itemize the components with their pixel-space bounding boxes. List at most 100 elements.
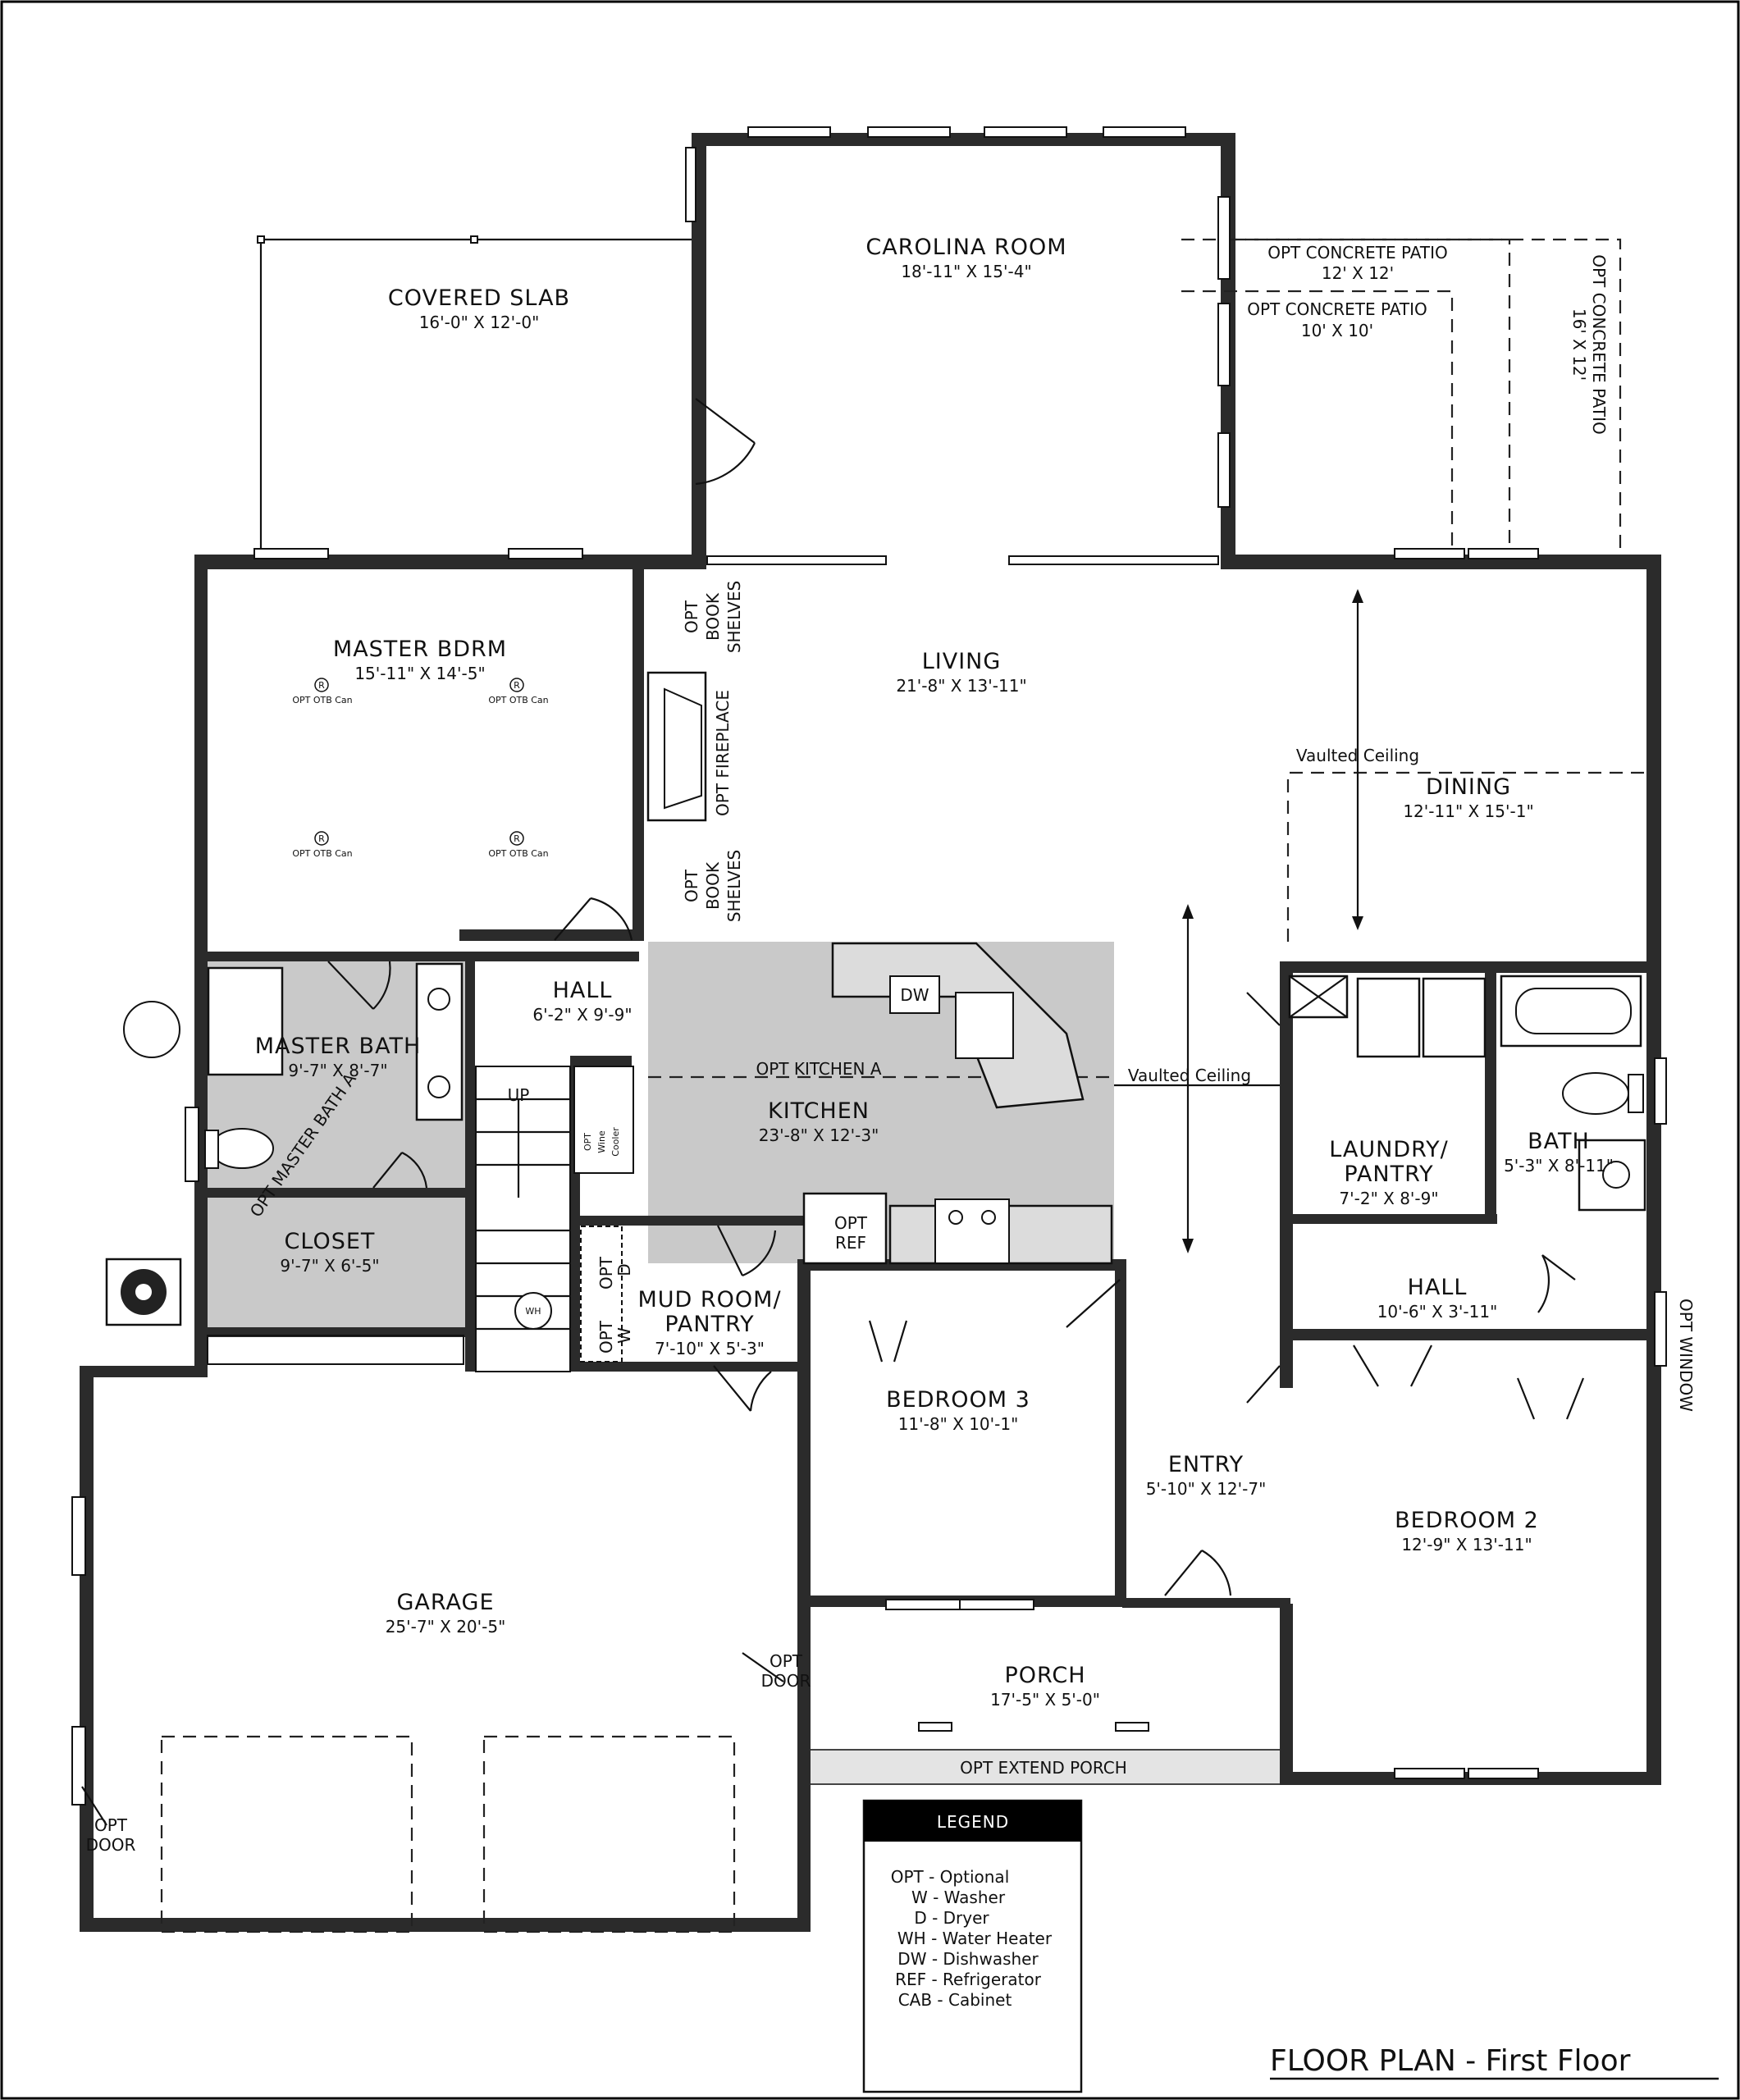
vaulted-ceiling-2: Vaulted Ceiling (1128, 1066, 1251, 1085)
garage-bay-right (482, 1735, 736, 1933)
legend-item-4: WH - Water Heater (897, 1929, 1053, 1948)
otb-cans: R OPT OTB Can R OPT OTB Can R OPT OTB Ca… (292, 678, 549, 859)
dw-label: DW (900, 985, 929, 1005)
hall-lower-name: HALL (1408, 1275, 1468, 1300)
kitchen-name: KITCHEN (768, 1098, 870, 1124)
opt-fireplace: OPT FIREPLACE (713, 690, 733, 816)
mud-room-dims: 7'-10" X 5'-3" (655, 1339, 765, 1358)
kitchen-counters (573, 942, 1113, 1265)
opt-patio-16-label: OPT CONCRETE PATIO (1589, 254, 1609, 435)
bath-name: BATH (1528, 1129, 1590, 1154)
book-book-2: BOOK (703, 861, 723, 910)
closet-dims: 9'-7" X 6'-5" (280, 1256, 379, 1276)
opt-patio-12-outline (1181, 238, 1511, 555)
mud-opt-d-opt: OPT (596, 1256, 616, 1290)
mud-opt-w-w: W (614, 1327, 634, 1344)
legend-title: LEGEND (937, 1812, 1009, 1832)
laundry-name-2: PANTRY (1344, 1162, 1433, 1187)
porch-name: PORCH (1004, 1663, 1085, 1688)
laundry-bath-fixtures (1288, 975, 1646, 1212)
mud-opt-d-d: D (614, 1263, 634, 1276)
can-r-4: R (514, 833, 520, 844)
covered-slab-name: COVERED SLAB (388, 285, 570, 311)
bedroom2-name: BEDROOM 2 (1395, 1508, 1539, 1533)
opt-ref-label-2: REF (835, 1233, 866, 1253)
legend-item-2: W - Washer (911, 1888, 1006, 1907)
porch-columns (918, 1722, 1149, 1732)
laundry-name-1: LAUNDRY/ (1329, 1137, 1449, 1162)
doors (81, 398, 1585, 1826)
master-bath-name: MASTER BATH (255, 1034, 422, 1059)
opt-patio-10-dims: 10' X 10' (1301, 321, 1373, 340)
bedroom2-dims: 12'-9" X 13'-11" (1401, 1535, 1532, 1554)
book-opt-2: OPT (682, 869, 701, 902)
hall-upper-name: HALL (553, 978, 613, 1003)
closet-name: CLOSET (285, 1229, 376, 1254)
legend-item-6: REF - Refrigerator (895, 1970, 1042, 1989)
entry-dims: 5'-10" X 12'-7" (1146, 1479, 1267, 1499)
master-bdrm-dims: 15'-11" X 14'-5" (354, 664, 485, 683)
legend-item-5: DW - Dishwasher (897, 1949, 1039, 1969)
opt-extend-porch-area (806, 1749, 1281, 1785)
book-shelves-top: OPT BOOK SHELVES (682, 581, 744, 653)
windows (71, 126, 1667, 1806)
living-dims: 21'-8" X 13'-11" (896, 676, 1026, 696)
master-bath-dims: 9'-7" X 8'-7" (288, 1061, 387, 1080)
covered-slab-dims: 16'-0" X 12'-0" (419, 313, 540, 332)
opt-door-2-opt: OPT (94, 1815, 128, 1835)
book-opt-1: OPT (682, 600, 701, 633)
vaulted-ceiling-1: Vaulted Ceiling (1296, 746, 1419, 765)
bedroom3-dims: 11'-8" X 10'-1" (898, 1414, 1019, 1434)
opt-patio-10-outline (1181, 290, 1454, 555)
opt-kitchen-a: OPT KITCHEN A (756, 1059, 881, 1079)
entry-name: ENTRY (1168, 1452, 1244, 1477)
legend: LEGEND OPT - Optional W - Washer D - Dry… (862, 1799, 1083, 2093)
can-label-4: OPT OTB Can (488, 848, 548, 859)
porch-dims: 17'-5" X 5'-0" (990, 1690, 1100, 1710)
garage-dims: 25'-7" X 20'-5" (386, 1617, 506, 1637)
opt-patio-16-outline (1233, 238, 1622, 555)
stair-up-label: UP (508, 1085, 530, 1105)
covered-slab-outline (257, 235, 692, 555)
opt-ref-label-1: OPT (834, 1213, 868, 1233)
plan-title: FLOOR PLAN - First Floor (1270, 2044, 1631, 2078)
opt-patio-10-label: OPT CONCRETE PATIO (1247, 299, 1427, 319)
can-label-2: OPT OTB Can (488, 695, 548, 705)
living-name: LIVING (922, 649, 1002, 674)
wine-cooler-wine: Wine (596, 1130, 607, 1153)
carolina-room-name: CAROLINA ROOM (865, 235, 1066, 260)
book-book-1: BOOK (703, 592, 723, 641)
dining-vault-outline (1286, 771, 1645, 942)
legend-item-1: OPT - Optional (891, 1867, 1010, 1887)
opt-patio-16-dims: 16' X 12' (1569, 308, 1589, 381)
garage-name: GARAGE (396, 1590, 494, 1615)
opt-door-1-door: DOOR (761, 1671, 811, 1691)
vault-arrows (1182, 589, 1363, 1253)
garage-bay-left (160, 1735, 413, 1933)
bath-dims: 5'-3" X 8'-11" (1504, 1156, 1614, 1176)
hall-lower-dims: 10'-6" X 3'-11" (1377, 1302, 1498, 1322)
wine-cooler-opt: OPT (582, 1133, 593, 1151)
dining-name: DINING (1426, 774, 1511, 800)
mud-opt-w-opt: OPT (596, 1320, 616, 1354)
master-bath-fixtures (105, 962, 464, 1326)
legend-item-3: D - Dryer (914, 1908, 989, 1928)
carolina-room-dims: 18'-11" X 15'-4" (901, 262, 1031, 281)
opt-patio-12-dims: 12' X 12' (1322, 263, 1394, 283)
laundry-dims: 7'-2" X 8'-9" (1339, 1189, 1438, 1208)
book-shelves-1: SHELVES (724, 581, 744, 653)
book-shelves-2: SHELVES (724, 850, 744, 922)
bedroom3-name: BEDROOM 3 (886, 1387, 1030, 1413)
opt-door-2-door: DOOR (86, 1835, 136, 1855)
water-heater-label: WH (525, 1306, 541, 1317)
opt-door-1-opt: OPT (770, 1651, 803, 1671)
can-r-2: R (514, 680, 520, 691)
mud-room-name-1: MUD ROOM/ (637, 1287, 781, 1312)
dining-dims: 12'-11" X 15'-1" (1403, 801, 1533, 821)
stair (475, 1066, 571, 1372)
wine-cooler-cooler: Cooler (610, 1127, 621, 1157)
mud-room-name-2: PANTRY (664, 1312, 754, 1337)
can-label-1: OPT OTB Can (292, 695, 352, 705)
